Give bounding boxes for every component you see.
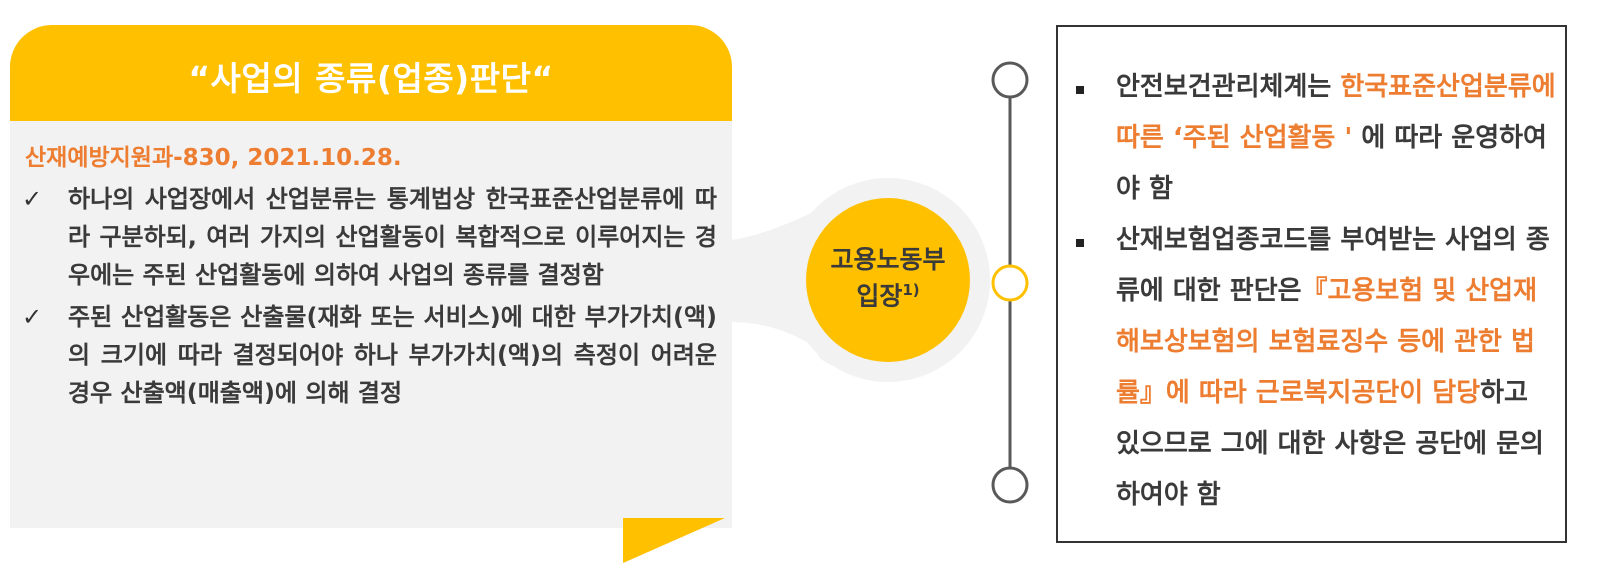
- callout-position: 입장: [856, 281, 903, 311]
- text-plain: 안전보건관리체계는: [1116, 72, 1341, 102]
- left-panel-header: [10, 25, 732, 121]
- list-item: 산재보험업종코드를 부여받는 사업의 종류에 대한 판단은『고용보험 및 산업재…: [1074, 215, 1556, 521]
- bullet-text: 안전보건관리체계는 한국표준산업분류에 따른 ‘주된 산업활동 ' 에 따라 운…: [1116, 62, 1556, 215]
- square-bullet-icon: [1076, 86, 1084, 94]
- document-reference: 산재예방지원과-830, 2021.10.28.: [25, 145, 402, 171]
- left-bullet-list: ✓ 하나의 사업장에서 산업분류는 통계법상 한국표준산업분류에 따라 구분하되…: [22, 180, 717, 416]
- callout-line2: 입장1): [817, 275, 959, 311]
- bullet-text: 산재보험업종코드를 부여받는 사업의 종류에 대한 판단은『고용보험 및 산업재…: [1116, 215, 1556, 521]
- timeline-node-active-icon: [991, 264, 1029, 302]
- check-icon: ✓: [22, 303, 43, 331]
- callout-line1: 고용노동부: [830, 245, 946, 274]
- bullet-text: 하나의 사업장에서 산업분류는 통계법상 한국표준산업분류에 따라 구분하되, …: [68, 185, 717, 289]
- text-plain: 에 따라 운영하여야 함: [1116, 123, 1547, 204]
- text-highlight: 한국표준산업분류에 따른 ‘주된 산업활동 ': [1116, 72, 1556, 153]
- left-panel-title: “사업의 종류(업종)판단“: [188, 59, 554, 98]
- left-panel-pointer: [623, 518, 725, 563]
- square-bullet-icon: [1076, 239, 1084, 247]
- text-plain: 산재보험업종코드를 부여받는 사업의 종류에 대한 판단은: [1116, 225, 1550, 306]
- list-item: 안전보건관리체계는 한국표준산업분류에 따른 ‘주된 산업활동 ' 에 따라 운…: [1074, 62, 1556, 215]
- check-icon: ✓: [22, 185, 43, 213]
- callout-footnote: 1): [902, 281, 920, 299]
- timeline-node-icon: [991, 61, 1029, 99]
- left-panel-body: [10, 121, 732, 528]
- text-plain: 하고 있으므로 그에 대한 사항은 공단에 문의하여야 함: [1116, 378, 1544, 510]
- text-highlight: 『고용보험 및 산업재해보상보험의 보험료징수 등에 관한 법률』에 따라 근로…: [1116, 276, 1538, 408]
- bullet-text: 주된 산업활동은 산출물(재화 또는 서비스)에 대한 부가가치(액)의 크기에…: [68, 303, 717, 407]
- list-item: ✓ 하나의 사업장에서 산업분류는 통계법상 한국표준산업분류에 따라 구분하되…: [22, 180, 717, 294]
- callout-graphic: [732, 178, 990, 382]
- list-item: ✓ 주된 산업활동은 산출물(재화 또는 서비스)에 대한 부가가치(액)의 크…: [22, 298, 717, 412]
- right-bullet-list: 안전보건관리체계는 한국표준산업분류에 따른 ‘주된 산업활동 ' 에 따라 운…: [1074, 62, 1556, 521]
- timeline: [991, 61, 1029, 504]
- callout-label: 고용노동부 입장1): [817, 245, 959, 311]
- callout-circle: [806, 198, 970, 362]
- timeline-node-icon: [991, 466, 1029, 504]
- right-panel: [1056, 25, 1567, 543]
